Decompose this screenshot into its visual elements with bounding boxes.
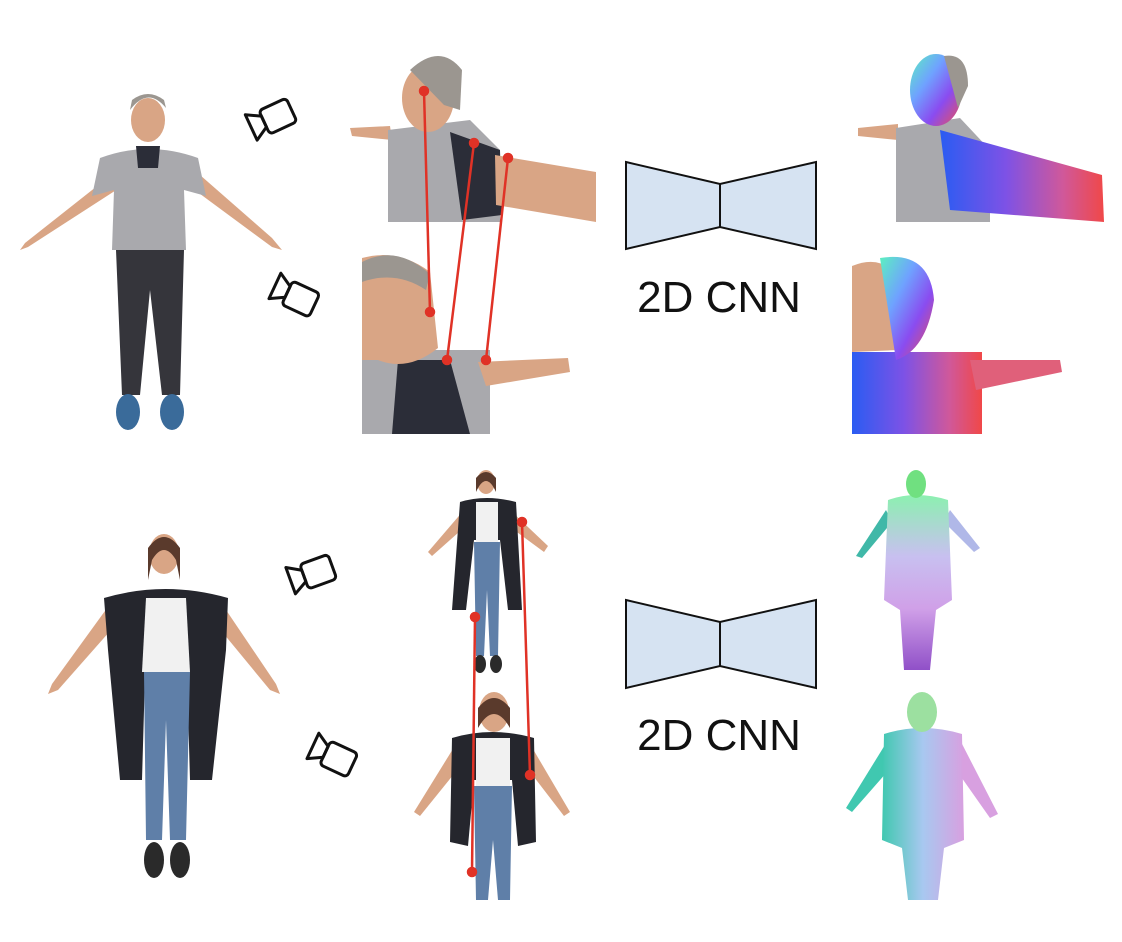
- correspondence-line: [484, 157, 510, 361]
- camera-icon: [305, 731, 359, 778]
- male-output-map-1: [858, 54, 1104, 222]
- female-hair: [148, 537, 180, 580]
- crop2-hair: [362, 255, 430, 290]
- fv1-jeans: [474, 542, 500, 656]
- female-cardigan: [104, 589, 228, 780]
- fv2-cardigan: [450, 732, 536, 846]
- male-hair: [130, 94, 166, 110]
- correspondence-lines-top: [418, 85, 514, 366]
- female-right-shoe: [170, 842, 190, 878]
- fv1-cardigan: [452, 498, 522, 610]
- fv2-left-arm: [414, 744, 462, 816]
- male-right-shoe: [160, 394, 184, 430]
- fv1-top: [476, 502, 498, 542]
- crop1-arm-left: [350, 126, 392, 140]
- fout1-arm: [856, 510, 892, 558]
- keypoint: [480, 354, 492, 366]
- fv1-shoe: [490, 655, 502, 673]
- out1-hair: [944, 55, 968, 108]
- correspondence-line: [470, 616, 477, 873]
- fv1-left-arm: [428, 510, 468, 556]
- female-right-arm: [214, 604, 280, 694]
- fout1-arm: [944, 510, 980, 552]
- crop2-shirt: [392, 360, 470, 434]
- female-avatar-full-body: [48, 534, 280, 878]
- fv2-hair: [478, 698, 510, 728]
- correspondence-line: [445, 142, 476, 361]
- male-crop-view-2: [362, 255, 570, 434]
- male-head: [131, 98, 165, 142]
- male-output-map-2: [852, 256, 1062, 434]
- female-output-map-2: [846, 692, 998, 900]
- keypoint: [502, 152, 514, 164]
- male-vest: [92, 149, 206, 250]
- female-jeans: [144, 672, 190, 840]
- female-left-arm: [48, 604, 118, 694]
- crop1-sleeve: [450, 132, 502, 220]
- keypoint: [441, 354, 453, 366]
- fout1-uv-head: [906, 470, 926, 498]
- female-view-1: [428, 470, 548, 673]
- keypoint: [418, 85, 430, 97]
- male-pants: [116, 250, 184, 395]
- cnn-label-bottom: 2D CNN: [637, 711, 801, 760]
- male-right-arm: [188, 168, 282, 250]
- keypoint: [466, 866, 478, 878]
- keypoint: [524, 769, 536, 781]
- crop2-arm: [478, 358, 570, 386]
- correspondence-line: [422, 90, 432, 313]
- fv1-shoe: [474, 655, 486, 673]
- fv2-top: [476, 738, 510, 786]
- fv2-jeans: [474, 786, 512, 900]
- fout2-arm: [952, 740, 998, 818]
- fout2-uv-head: [907, 692, 937, 732]
- keypoint: [469, 611, 481, 623]
- camera-icon: [284, 553, 338, 596]
- female-left-shoe: [144, 842, 164, 878]
- out2-uv-torso: [852, 352, 982, 434]
- correspondence-line: [520, 521, 532, 776]
- male-avatar-full-body: [20, 94, 282, 430]
- out1-arm-left: [858, 124, 898, 140]
- correspondence-lines-bottom: [466, 516, 536, 878]
- female-top: [142, 598, 190, 672]
- male-crop-view-1: [350, 56, 596, 222]
- female-output-map-1: [856, 470, 980, 670]
- male-left-shoe: [116, 394, 140, 430]
- cnn-label-top: 2D CNN: [637, 273, 801, 322]
- fout2-uv-body: [882, 728, 964, 900]
- out2-uv-arm: [970, 360, 1062, 390]
- fout2-arm: [846, 740, 894, 812]
- fv2-right-arm: [524, 744, 570, 816]
- keypoint: [468, 137, 480, 149]
- fv1-hair: [476, 472, 496, 492]
- crop1-hair: [410, 56, 462, 110]
- female-view-2: [414, 692, 570, 900]
- out2-uv-head: [880, 256, 934, 360]
- crop1-arm-right: [495, 155, 596, 222]
- camera-icon: [267, 271, 321, 318]
- out1-uv-arm: [940, 130, 1104, 222]
- keypoint: [516, 516, 528, 528]
- camera-icon: [243, 97, 298, 142]
- keypoint: [424, 306, 436, 318]
- fout1-uv-body: [884, 495, 952, 670]
- male-neck: [136, 146, 160, 168]
